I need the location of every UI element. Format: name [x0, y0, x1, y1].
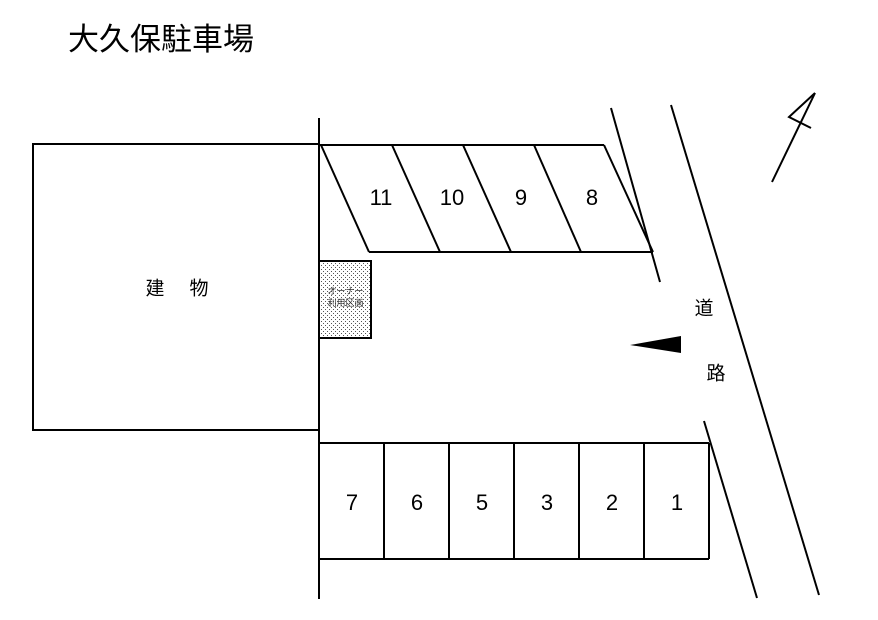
owner-area-label: オーナー 利用区画 — [320, 286, 371, 310]
stall-number: 10 — [439, 185, 465, 210]
stall-number: 3 — [540, 490, 554, 515]
owner-area — [318, 260, 372, 339]
road-label-2: 路 — [706, 362, 726, 385]
road-edge-lower-left — [703, 420, 758, 599]
owner-area-line-2: 利用区画 — [327, 299, 364, 309]
lower-stalls — [319, 442, 710, 560]
stall-number: 7 — [345, 490, 359, 515]
stall-number: 11 — [369, 185, 393, 210]
road-edge-upper-left — [610, 107, 661, 283]
entrance-arrow-icon — [630, 336, 681, 353]
stall-number: 9 — [514, 185, 528, 210]
stall-number: 5 — [475, 490, 489, 515]
road — [610, 104, 820, 599]
building-label-1: 建 — [145, 277, 165, 300]
page-title: 大久保駐車場 — [68, 22, 254, 58]
north-arrow-icon — [771, 92, 816, 183]
building-label-2: 物 — [189, 277, 209, 300]
owner-area-line-1: オーナー — [327, 287, 364, 297]
building — [32, 143, 320, 431]
upper-stalls — [319, 144, 654, 253]
stall-number: 6 — [410, 490, 424, 515]
stall-number: 1 — [670, 490, 684, 515]
stall-number: 8 — [585, 185, 599, 210]
stall-number: 2 — [605, 490, 619, 515]
road-edge-right — [670, 104, 820, 596]
road-label-1: 道 — [694, 297, 714, 320]
